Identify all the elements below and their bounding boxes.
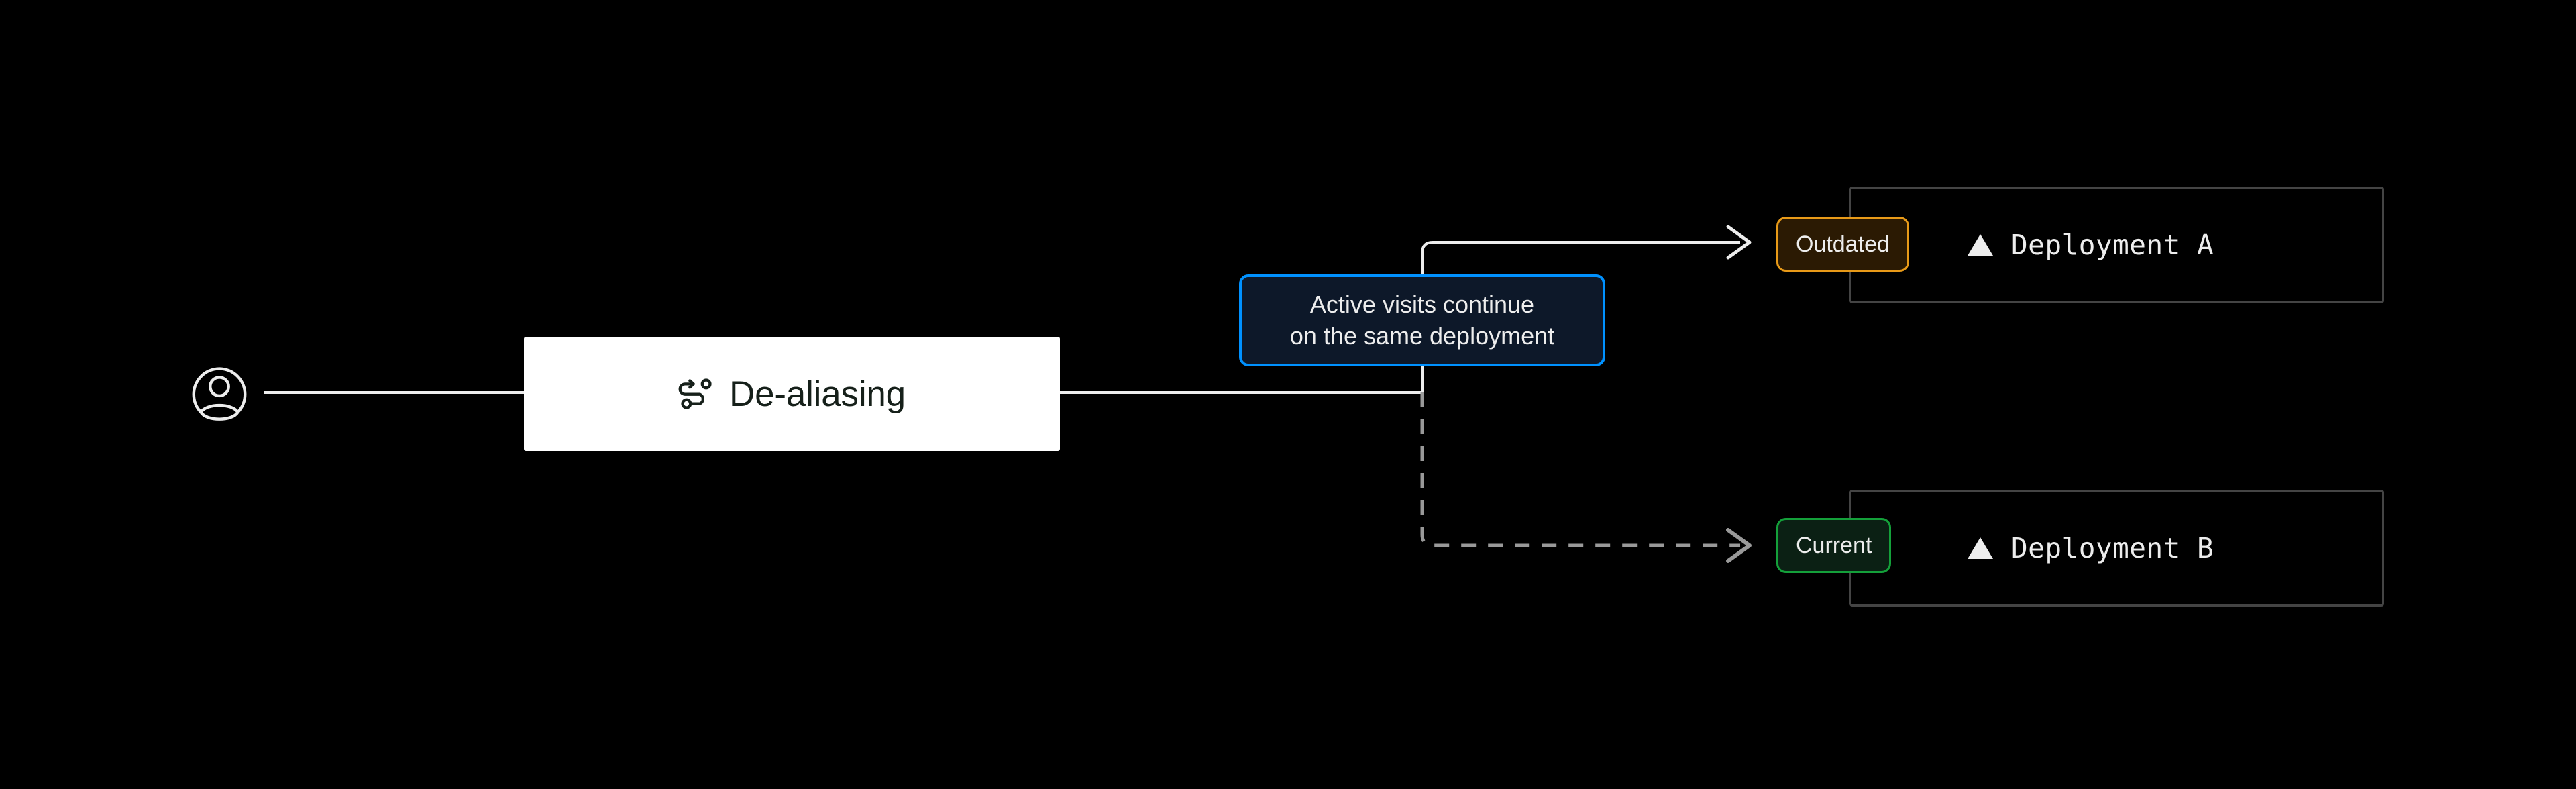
arrowhead-outdated-icon: [1726, 225, 1752, 260]
status-badge-outdated-label: Outdated: [1796, 231, 1890, 257]
deployment-a-label: Deployment A: [2011, 228, 2214, 261]
dealiasing-node-label: De-aliasing: [729, 374, 906, 414]
deployment-b-content: Deployment B: [1967, 531, 2214, 564]
active-visits-callout: Active visits continue on the same deplo…: [1239, 274, 1605, 366]
vercel-triangle-icon: [1968, 234, 1993, 256]
deployment-a-card[interactable]: Deployment A: [1849, 187, 2384, 303]
callout-line-1: Active visits continue: [1309, 291, 1535, 319]
user-avatar-icon: [192, 367, 247, 421]
status-badge-current[interactable]: Current: [1776, 518, 1892, 573]
arrowhead-current-icon: [1726, 528, 1752, 563]
status-badge-current-label: Current: [1796, 533, 1872, 558]
vercel-triangle-icon: [1968, 537, 1993, 559]
deployment-a-content: Deployment A: [1967, 231, 2214, 259]
status-badge-outdated[interactable]: Outdated: [1776, 217, 1909, 272]
connector-branch-current: [1420, 392, 1740, 547]
callout-line-2: on the same deployment: [1289, 321, 1555, 350]
connector-branch-outdated: [1421, 241, 1740, 392]
route-icon: [678, 378, 712, 409]
deployment-b-label: Deployment B: [2011, 531, 2214, 564]
deployment-b-card[interactable]: Deployment B: [1849, 490, 2384, 607]
dealiasing-node[interactable]: De-aliasing: [524, 337, 1060, 451]
